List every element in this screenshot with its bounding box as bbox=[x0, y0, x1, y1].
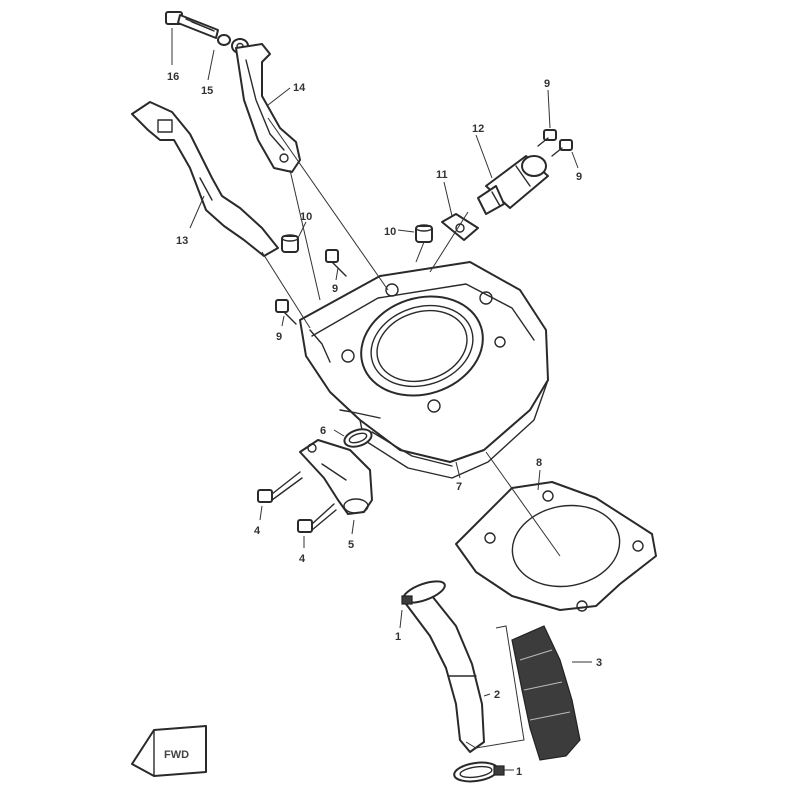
leader-11 bbox=[443, 181, 453, 217]
leader-9b bbox=[571, 151, 579, 169]
bracket-2-3 bbox=[465, 625, 525, 749]
part-11-gasket bbox=[441, 213, 479, 241]
callout-15: 15 bbox=[201, 85, 213, 97]
callout-13: 13 bbox=[176, 235, 188, 247]
part-13-tensioner-guide bbox=[131, 101, 279, 257]
part-8-base-gasket bbox=[455, 481, 657, 612]
callout-7: 7 bbox=[456, 481, 462, 493]
part-3-spring-hose bbox=[511, 625, 581, 761]
leader-8 bbox=[537, 469, 541, 491]
callout-1a: 1 bbox=[395, 631, 401, 643]
callout-8: 8 bbox=[536, 457, 542, 469]
leader-14 bbox=[267, 87, 291, 106]
part-1-hose-clamp-top bbox=[401, 580, 446, 605]
fwd-arrow-icon bbox=[131, 725, 207, 777]
leader-9c bbox=[335, 267, 339, 281]
part-9-bolt-d bbox=[275, 299, 297, 325]
callout-5: 5 bbox=[348, 539, 354, 551]
guide-line-f bbox=[485, 451, 561, 557]
callout-9c: 9 bbox=[332, 283, 338, 295]
part-9-bolt-b bbox=[551, 139, 573, 157]
fwd-label: FWD bbox=[164, 749, 189, 761]
callout-2: 2 bbox=[494, 689, 500, 701]
leader-10b bbox=[397, 229, 415, 233]
part-10-dowel-pin-b bbox=[415, 224, 433, 243]
part-4-bolt-a bbox=[257, 471, 303, 503]
part-1-hose-clamp-bottom bbox=[453, 761, 505, 783]
callout-14: 14 bbox=[293, 82, 306, 94]
cylinder-block bbox=[299, 261, 549, 479]
leader-1a bbox=[399, 609, 403, 629]
callout-labels: 16 15 14 13 12 11 10 10 9 9 9 9 8 7 6 5 … bbox=[167, 71, 602, 778]
leader-13 bbox=[189, 195, 205, 229]
callout-6: 6 bbox=[320, 425, 326, 437]
guide-line-b bbox=[289, 169, 321, 301]
leader-6 bbox=[333, 429, 345, 437]
part-5-water-outlet bbox=[299, 439, 373, 515]
part-6-o-ring bbox=[343, 428, 373, 448]
leader-7 bbox=[455, 461, 461, 479]
leader-9a bbox=[547, 89, 551, 129]
part-2-coolant-hose bbox=[405, 595, 485, 753]
part-4-bolt-b bbox=[297, 503, 337, 533]
part-12-chain-tensioner bbox=[477, 155, 549, 215]
callout-9a: 9 bbox=[544, 78, 550, 90]
leader-9d bbox=[281, 315, 285, 327]
callout-4b: 4 bbox=[299, 553, 306, 565]
callout-4a: 4 bbox=[254, 525, 261, 537]
part-9-bolt-c bbox=[325, 249, 347, 277]
leader-4a bbox=[259, 505, 263, 521]
callout-9b: 9 bbox=[576, 171, 582, 183]
guide-line-c bbox=[261, 251, 311, 329]
part-14-chain-guide bbox=[235, 43, 301, 173]
callout-3: 3 bbox=[596, 657, 602, 669]
guide-line-e bbox=[415, 241, 425, 263]
part-10-dowel-pin-a bbox=[281, 234, 299, 253]
leader-2 bbox=[483, 693, 491, 697]
part-9-bolt-a bbox=[537, 129, 557, 147]
part-16-bolt bbox=[165, 11, 219, 39]
callout-9d: 9 bbox=[276, 331, 282, 343]
leader-5 bbox=[351, 519, 355, 535]
callout-10a: 10 bbox=[300, 211, 312, 223]
callout-16: 16 bbox=[167, 71, 179, 83]
leader-10a bbox=[297, 221, 307, 239]
guide-line-d bbox=[429, 211, 469, 273]
callout-12: 12 bbox=[472, 123, 484, 135]
callout-11: 11 bbox=[436, 169, 448, 181]
leader-15 bbox=[207, 49, 215, 81]
guide-line-a bbox=[267, 117, 389, 291]
callout-1b: 1 bbox=[516, 766, 522, 778]
leader-12 bbox=[475, 134, 493, 179]
callout-10b: 10 bbox=[384, 226, 396, 238]
